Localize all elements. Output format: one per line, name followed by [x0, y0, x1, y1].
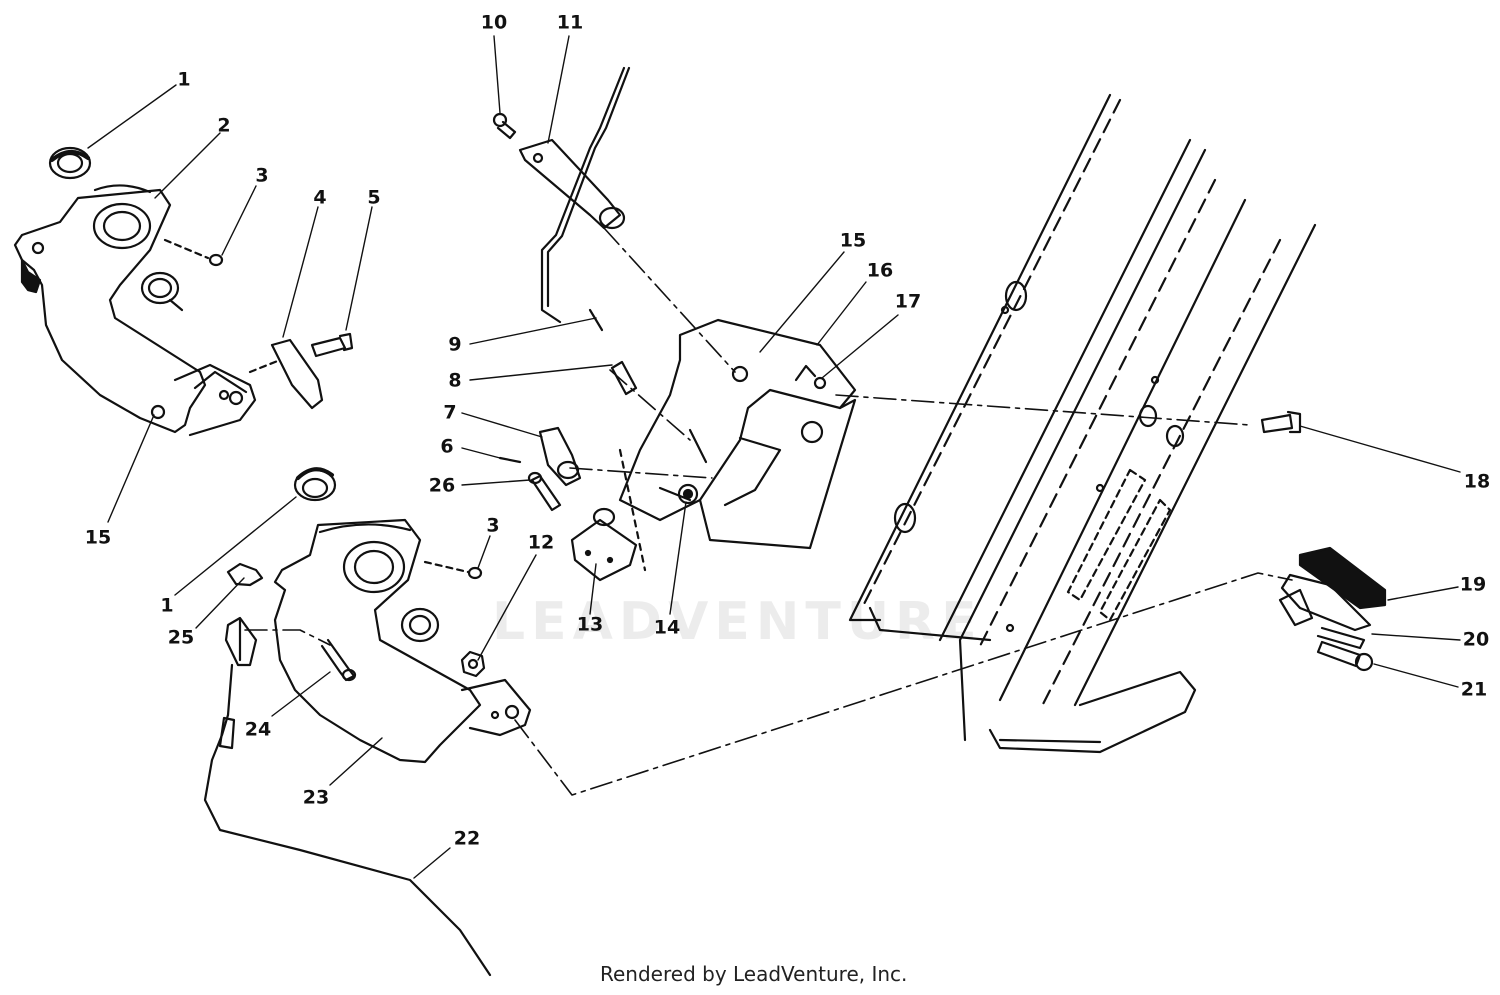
footer-credit: Rendered by LeadVenture, Inc. [600, 962, 908, 986]
watermark: LEADVENTURE [492, 592, 983, 652]
washer-20 [1278, 588, 1366, 650]
callout-21: 21 [1460, 678, 1488, 701]
callout-20: 20 [1462, 628, 1490, 651]
callout-11: 11 [556, 11, 584, 34]
assembly-lines [244, 227, 1293, 796]
callout-3-lower: 3 [486, 514, 500, 537]
lower-pedal-arm [273, 518, 532, 764]
nut-14 [677, 483, 699, 505]
callout-5: 5 [367, 186, 381, 209]
callout-2: 2 [217, 114, 231, 137]
setscrew-3-lower [423, 560, 483, 580]
switch-13 [570, 448, 647, 582]
callout-1-lower: 1 [160, 594, 174, 617]
callout-9: 9 [448, 333, 462, 356]
pedal-pad-19 [1280, 546, 1387, 632]
bolt-26 [527, 471, 562, 512]
bushing-1-lower [293, 467, 337, 502]
callout-4: 4 [313, 186, 327, 209]
callout-25: 25 [167, 626, 195, 649]
pin-6 [498, 456, 522, 464]
callout-15-left: 15 [84, 526, 112, 549]
callout-16: 16 [866, 259, 894, 282]
callout-7: 7 [443, 401, 457, 424]
upper-pedal-arm [13, 188, 257, 437]
callout-17: 17 [894, 290, 922, 313]
callout-12: 12 [527, 531, 555, 554]
upper-bushing-2 [92, 184, 152, 250]
tube-11 [518, 138, 626, 230]
lower-bushing-2 [400, 607, 440, 643]
clip-7 [538, 426, 582, 487]
callout-18: 18 [1463, 470, 1491, 493]
callout-13: 13 [576, 613, 604, 636]
callout-8: 8 [448, 369, 462, 392]
clevis-25 [224, 562, 264, 667]
rod-22 [203, 663, 492, 977]
rod-11 [540, 66, 631, 324]
pin-24 [320, 638, 357, 682]
bolt-5 [310, 332, 354, 358]
bolt-21 [1316, 640, 1374, 672]
callout-10: 10 [480, 11, 508, 34]
callout-22: 22 [453, 827, 481, 850]
callout-3: 3 [255, 164, 269, 187]
upper-bushing-lower [140, 271, 184, 312]
pin-9-8 [588, 308, 638, 396]
leader-lines [87, 35, 1461, 879]
setscrew-3-top [163, 238, 224, 267]
pin-15-left [150, 404, 166, 420]
frame-rails [848, 93, 1317, 754]
callout-24: 24 [244, 718, 272, 741]
bushing-1-top [48, 146, 92, 180]
callout-15-right: 15 [839, 229, 867, 252]
callout-23: 23 [302, 786, 330, 809]
lower-bushing [318, 523, 412, 594]
nut-12 [460, 650, 486, 678]
callout-1: 1 [177, 68, 191, 91]
callout-14: 14 [653, 616, 681, 639]
callout-19: 19 [1459, 573, 1487, 596]
bolt-18 [1260, 410, 1302, 434]
screw-10 [492, 112, 517, 140]
pad-4 [248, 338, 324, 410]
callout-6: 6 [440, 435, 454, 458]
callout-26: 26 [428, 474, 456, 497]
bracket-16 [618, 318, 857, 550]
